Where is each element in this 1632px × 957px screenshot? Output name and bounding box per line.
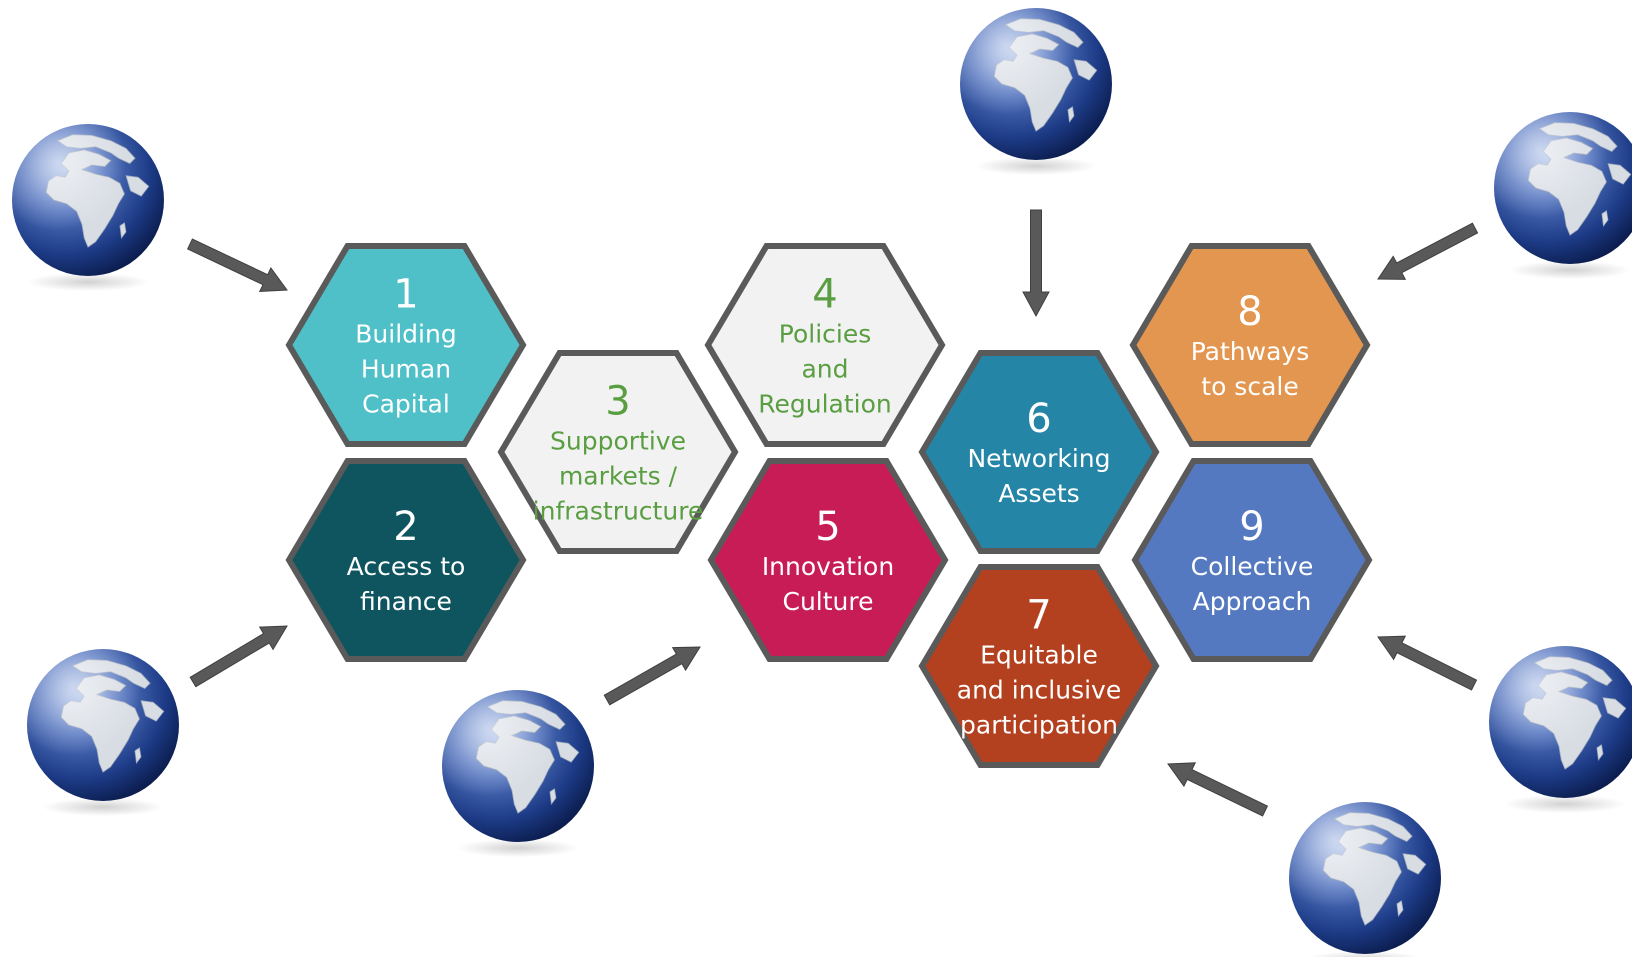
hexagon-label-line: Pathways	[1191, 337, 1310, 366]
hexagon-number: 1	[393, 272, 418, 318]
hexagon-label-line: Regulation	[758, 390, 892, 419]
hexagon-shape	[918, 350, 1160, 554]
globe-africa-icon	[442, 690, 594, 858]
hexagon-label-line: Assets	[998, 479, 1079, 508]
globe-africa-icon	[1289, 802, 1441, 957]
globes-layer	[12, 8, 1632, 957]
hexagon-number: 6	[1026, 396, 1051, 442]
hexagon-label-line: Networking	[967, 444, 1110, 473]
hexagon-shape	[707, 458, 949, 662]
hexagon-label-line: Supportive	[550, 427, 686, 456]
hexagon-label-line: Human	[361, 355, 451, 384]
arrow-icon	[186, 238, 288, 293]
hexagon-shape	[497, 350, 739, 554]
hexagon-label-line: markets /	[559, 462, 678, 491]
hexagon-label-line: Policies	[779, 320, 871, 349]
arrows-layer	[186, 209, 1479, 817]
hexagon-label-line: Access to	[347, 552, 466, 581]
arrow-icon	[1167, 762, 1269, 817]
arrow-icon	[603, 646, 701, 706]
hexagon-number: 9	[1239, 504, 1264, 550]
hexagon-shape	[285, 458, 527, 662]
hexagon-label-line: to scale	[1201, 372, 1298, 401]
hexagon-label-line: Collective	[1191, 552, 1314, 581]
arrow-icon	[1022, 209, 1050, 318]
hexagon-label-line: and	[801, 355, 848, 384]
hexagon-label-line: Capital	[362, 390, 450, 419]
hexagon-shape	[918, 564, 1160, 768]
hexagon-label-line: participation	[960, 711, 1118, 740]
arrow-icon	[189, 625, 288, 688]
hexagon-shape	[1129, 243, 1371, 447]
hexagon-label-line: Equitable	[980, 641, 1098, 670]
arrow-icon	[1377, 635, 1478, 691]
hexagon-number: 3	[605, 379, 630, 425]
hexagon-number: 4	[812, 272, 837, 318]
hexagon-number: 5	[815, 504, 840, 550]
hexagon-label-line: Culture	[782, 587, 873, 616]
hexagon-label-line: infrastructure	[533, 497, 704, 526]
hexagon-label-line: Innovation	[762, 552, 894, 581]
hexagon-label-line: and inclusive	[957, 676, 1121, 705]
hexagon-label-line: Approach	[1193, 587, 1312, 616]
hexagon-number: 7	[1026, 593, 1051, 639]
hexagon-shape	[1131, 458, 1373, 662]
hexagon-label-line: Building	[355, 320, 456, 349]
globe-africa-icon	[1494, 112, 1632, 280]
arrow-icon	[1377, 222, 1479, 280]
globe-africa-icon	[12, 124, 164, 292]
hexagon-shape	[285, 243, 527, 447]
globe-africa-icon	[27, 649, 179, 817]
hexagon-number: 2	[393, 504, 418, 550]
globe-africa-icon	[960, 8, 1112, 176]
globe-africa-icon	[1489, 646, 1632, 814]
hexagon-shape	[704, 243, 946, 447]
hexagon-number: 8	[1237, 289, 1262, 335]
hexagon-label-line: finance	[360, 587, 452, 616]
